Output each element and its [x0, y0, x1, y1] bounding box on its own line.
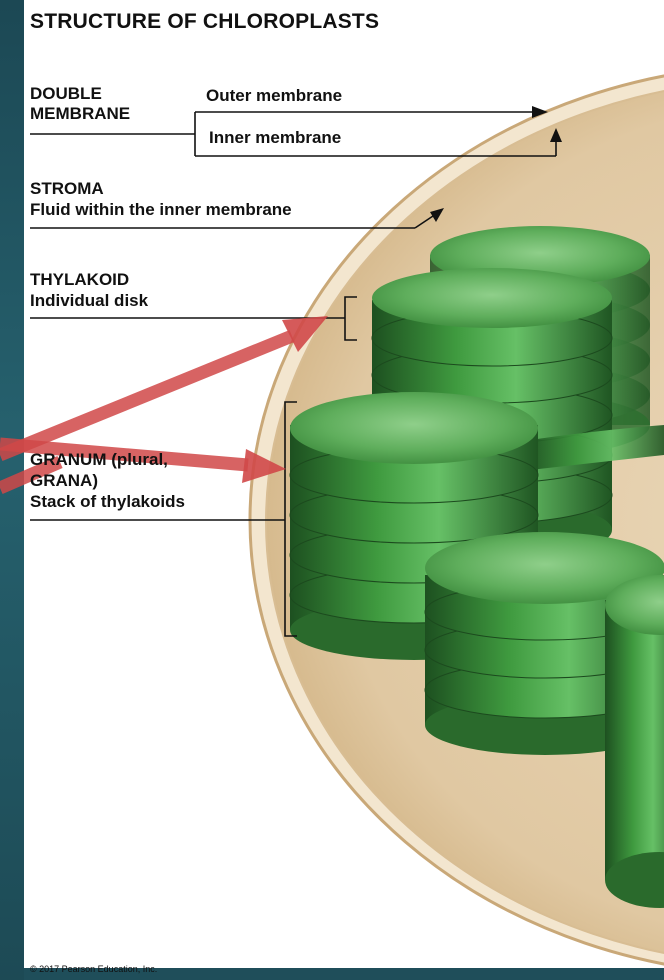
- thylakoid-description: Individual disk: [30, 291, 148, 311]
- granum-right-edge: [605, 575, 664, 908]
- granum-description: Stack of thylakoids: [30, 492, 185, 512]
- stroma-heading: STROMA: [30, 179, 104, 199]
- copyright-notice: © 2017 Pearson Education, Inc.: [30, 964, 157, 974]
- outer-membrane-label: Outer membrane: [206, 86, 342, 106]
- double-membrane-heading-line2: MEMBRANE: [30, 104, 130, 124]
- granum-heading-line1: GRANUM (plural,: [30, 450, 168, 470]
- double-membrane-heading-line1: DOUBLE: [30, 84, 102, 104]
- stroma-description: Fluid within the inner membrane: [30, 200, 292, 220]
- thylakoid-heading: THYLAKOID: [30, 270, 129, 290]
- diagram-title: STRUCTURE OF CHLOROPLASTS: [30, 10, 379, 34]
- granum-heading-line2: GRANA): [30, 471, 98, 491]
- inner-membrane-label: Inner membrane: [209, 128, 341, 148]
